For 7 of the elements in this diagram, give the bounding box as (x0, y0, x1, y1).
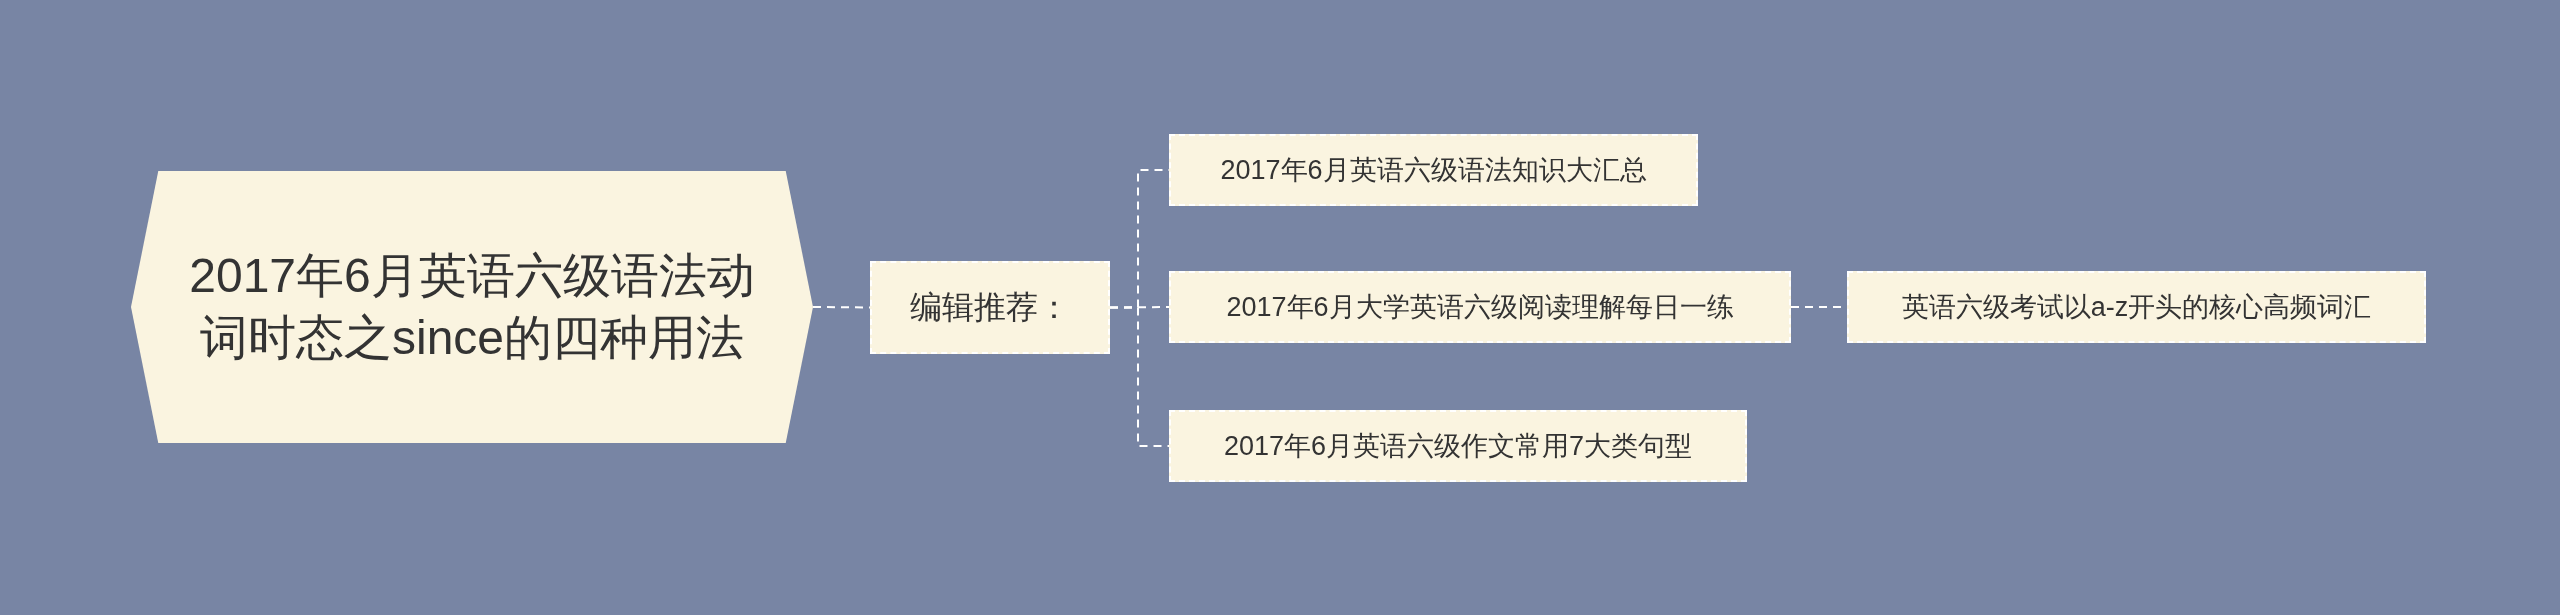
topic-box: 2017年6月英语六级语法知识大汇总 (1169, 134, 1698, 206)
topic-box: 2017年6月大学英语六级阅读理解每日一练 (1169, 271, 1791, 343)
connector-line (1109, 306, 1170, 447)
topic-box: 英语六级考试以a-z开头的核心高频词汇 (1847, 271, 2426, 343)
topic-box: 编辑推荐： (870, 261, 1110, 354)
topic-box: 2017年6月英语六级作文常用7大类句型 (1169, 410, 1747, 482)
connector-line (1109, 306, 1170, 309)
